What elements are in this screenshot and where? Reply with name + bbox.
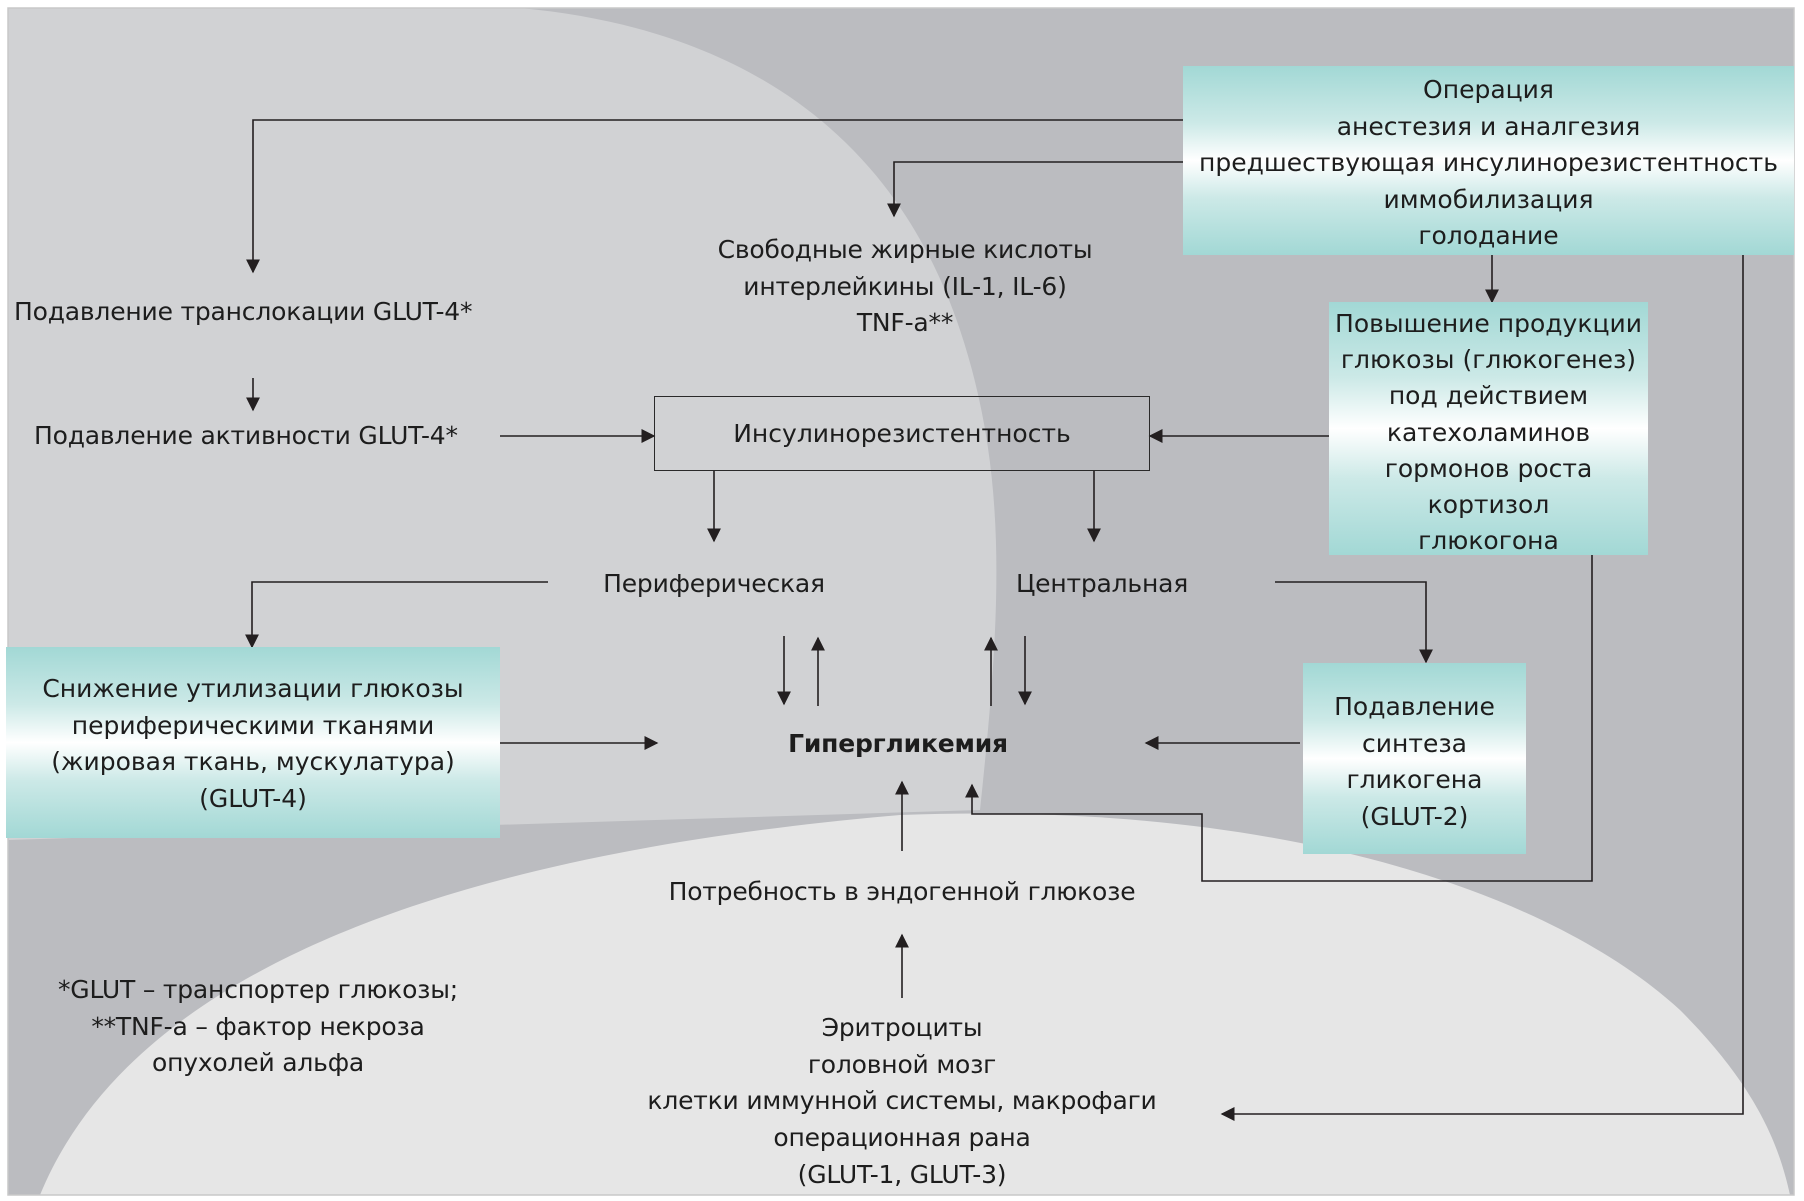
consumer-line: клетки иммунной системы, макрофаги	[647, 1086, 1157, 1116]
arrow-operation-to-mediators	[887, 161, 1183, 218]
operation-line: анестезия и аналгезия	[1336, 111, 1641, 141]
glucose-production-box: Повышение продукции глюкозы (глюкогенез)…	[1329, 302, 1648, 555]
operation-box: Операция анестезия и аналгезия предшеств…	[1183, 66, 1794, 255]
utilization-line: Снижение утилизации глюкозы	[42, 674, 464, 703]
glycogen-line: гликогена	[1346, 765, 1483, 794]
utilization-line: (GLUT-4)	[199, 783, 307, 813]
utilization-line: (жировая ткань, мускулатура)	[51, 747, 455, 776]
production-line: глюкозы (глюкогенез)	[1340, 345, 1637, 375]
production-line: кортизол	[1427, 490, 1550, 520]
footnote-line: *GLUT – транспортер глюкозы;	[57, 975, 459, 1004]
glycogen-line: синтеза	[1362, 728, 1467, 758]
mediators-block: Свободные жирные кислоты интерлейкины (I…	[718, 232, 1093, 342]
production-line: Повышение продукции	[1335, 309, 1642, 338]
footnote-line: опухолей альфа	[151, 1048, 365, 1077]
operation-line: иммобилизация	[1383, 184, 1594, 214]
operation-line: голодание	[1418, 221, 1559, 250]
arrow-production-to-hyper	[965, 555, 1593, 882]
arrow-operation-to-translocation	[246, 119, 1183, 274]
glycogen-line: (GLUT-2)	[1360, 801, 1469, 831]
operation-line: Операция	[1423, 75, 1554, 104]
footnote-line: **TNF-a – фактор некроза	[91, 1011, 425, 1041]
arrow-central-to-glycogen	[1275, 581, 1433, 664]
production-line: катехоламинов	[1386, 417, 1591, 447]
operation-line: предшествующая инсулинорезистентность	[1199, 148, 1778, 177]
peripheral-label: Периферическая	[603, 569, 825, 598]
insulin-resistance-box: Инсулинорезистентность	[654, 396, 1150, 471]
utilization-line: периферическими тканями	[71, 710, 435, 740]
panel-mid-region	[8, 8, 997, 840]
mediator-line: интерлейкины (IL-1, IL-6)	[743, 271, 1067, 301]
mediator-line: Свободные жирные кислоты	[717, 235, 1093, 264]
glycogen-synthesis-box: Подавление синтеза гликогена (GLUT-2)	[1303, 663, 1526, 854]
glucose-utilization-box: Снижение утилизации глюкозы периферическ…	[6, 647, 500, 838]
central-label: Центральная	[1015, 569, 1189, 598]
mediator-line: TNF-a**	[856, 308, 954, 337]
glut4-activity-label: Подавление активности GLUT-4*	[34, 421, 458, 450]
hyperglycemia-label: Гипергликемия	[788, 729, 1008, 758]
glut4-translocation-label: Подавление транслокации GLUT-4*	[14, 297, 473, 326]
consumer-line: головной мозг	[807, 1049, 997, 1079]
arrow-operation-to-consumers	[1220, 255, 1744, 1121]
production-line: гормонов роста	[1384, 453, 1593, 483]
production-line: под действием	[1388, 381, 1589, 411]
arrow-peripheral-to-utilization	[245, 581, 548, 649]
consumers-block: Эритроциты головной мозг клетки иммунной…	[647, 1010, 1156, 1194]
consumer-line: Эритроциты	[821, 1013, 983, 1042]
endogenous-need-label: Потребность в эндогенной глюкозе	[668, 877, 1136, 906]
footnotes: *GLUT – транспортер глюкозы; **TNF-a – ф…	[58, 972, 458, 1082]
connector-lines	[245, 119, 1744, 1121]
production-line: глюкогона	[1418, 526, 1559, 556]
insulin-resistance-label: Инсулинорезистентность	[733, 419, 1071, 448]
panel-light-region	[40, 813, 1790, 1195]
consumer-line: операционная рана	[773, 1123, 1031, 1153]
glycogen-line: Подавление	[1334, 692, 1495, 721]
consumer-line: (GLUT-1, GLUT-3)	[797, 1159, 1007, 1189]
